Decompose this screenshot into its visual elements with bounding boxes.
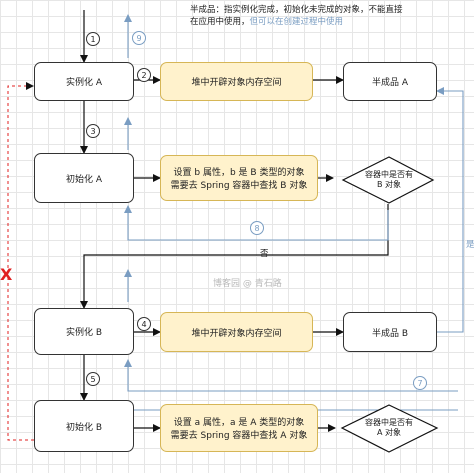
check-a-line2: A 对象: [376, 428, 401, 437]
step-5-marker: 5: [86, 372, 100, 386]
half-product-note: 半成品：指实例化完成，初始化未完成的对象，不能直接 在应用中使用，但可以在创建过…: [190, 4, 450, 28]
check-b-line1: 容器中是否有: [365, 170, 413, 179]
diamond-check-b: [341, 156, 435, 204]
watermark: 博客园 @ 青石路: [213, 279, 282, 289]
node-half-b-label: 半成品 B: [371, 328, 409, 339]
node-half-a[interactable]: 半成品 A: [343, 62, 437, 101]
check-b-line2: B 对象: [376, 180, 402, 189]
node-instantiate-b[interactable]: 实例化 B: [34, 308, 134, 355]
note-line-2-plain: 在应用中使用，: [190, 17, 250, 27]
edge-label-yes: 是: [466, 240, 474, 250]
note-line-1: 半成品：指实例化完成，初始化未完成的对象，不能直接: [190, 5, 403, 15]
node-set-b[interactable]: 设置 b 属性，b 是 B 类型的对象 需要去 Spring 容器中查找 B 对…: [160, 155, 318, 201]
step-2-marker: 2: [137, 68, 151, 82]
step-3-marker: 3: [86, 124, 100, 138]
note-line-2: 在应用中使用，但可以在创建过程中使用: [190, 16, 450, 28]
node-set-a-line1: 设置 a 属性，a 是 A 类型的对象: [173, 418, 305, 428]
check-a-line1: 容器中是否有: [365, 418, 413, 427]
step-4-marker: 4: [137, 317, 151, 331]
node-init-a-label: 初始化 A: [65, 174, 103, 185]
node-instantiate-b-label: 实例化 B: [65, 328, 103, 338]
node-half-a-label: 半成品 A: [371, 78, 409, 88]
node-init-b[interactable]: 初始化 B: [34, 400, 134, 452]
step-9-marker: 9: [132, 31, 146, 45]
node-init-a[interactable]: 初始化 A: [34, 153, 134, 203]
node-half-b[interactable]: 半成品 B: [343, 312, 437, 352]
failure-cross-mark: X: [0, 265, 13, 284]
node-set-a-line2: 需要去 Spring 容器中查找 A 对象: [170, 431, 308, 441]
step-8-marker: 8: [250, 221, 264, 235]
check-b-label: 容器中是否有 B 对象: [346, 170, 432, 190]
node-alloc-a[interactable]: 堆中开辟对象内存空间: [160, 62, 313, 101]
node-alloc-b[interactable]: 堆中开辟对象内存空间: [160, 312, 313, 352]
node-instantiate-a-label: 实例化 A: [65, 78, 103, 88]
node-set-a[interactable]: 设置 a 属性，a 是 A 类型的对象 需要去 Spring 容器中查找 A 对…: [160, 404, 318, 452]
node-set-b-line2: 需要去 Spring 容器中查找 B 对象: [170, 181, 308, 191]
step-7-marker: 7: [413, 376, 427, 390]
node-alloc-b-label: 堆中开辟对象内存空间: [191, 328, 282, 339]
edge-label-no: 否: [260, 249, 269, 259]
node-init-b-label: 初始化 B: [65, 422, 103, 433]
check-a-label: 容器中是否有 A 对象: [346, 418, 432, 438]
node-set-b-line1: 设置 b 属性，b 是 B 类型的对象: [173, 168, 305, 178]
step-1-marker: 1: [86, 32, 100, 46]
diamond-check-a: [340, 404, 439, 453]
node-alloc-a-label: 堆中开辟对象内存空间: [191, 78, 282, 88]
node-instantiate-a[interactable]: 实例化 A: [34, 62, 134, 101]
note-line-2-highlight: 但可以在创建过程中使用: [249, 17, 344, 27]
